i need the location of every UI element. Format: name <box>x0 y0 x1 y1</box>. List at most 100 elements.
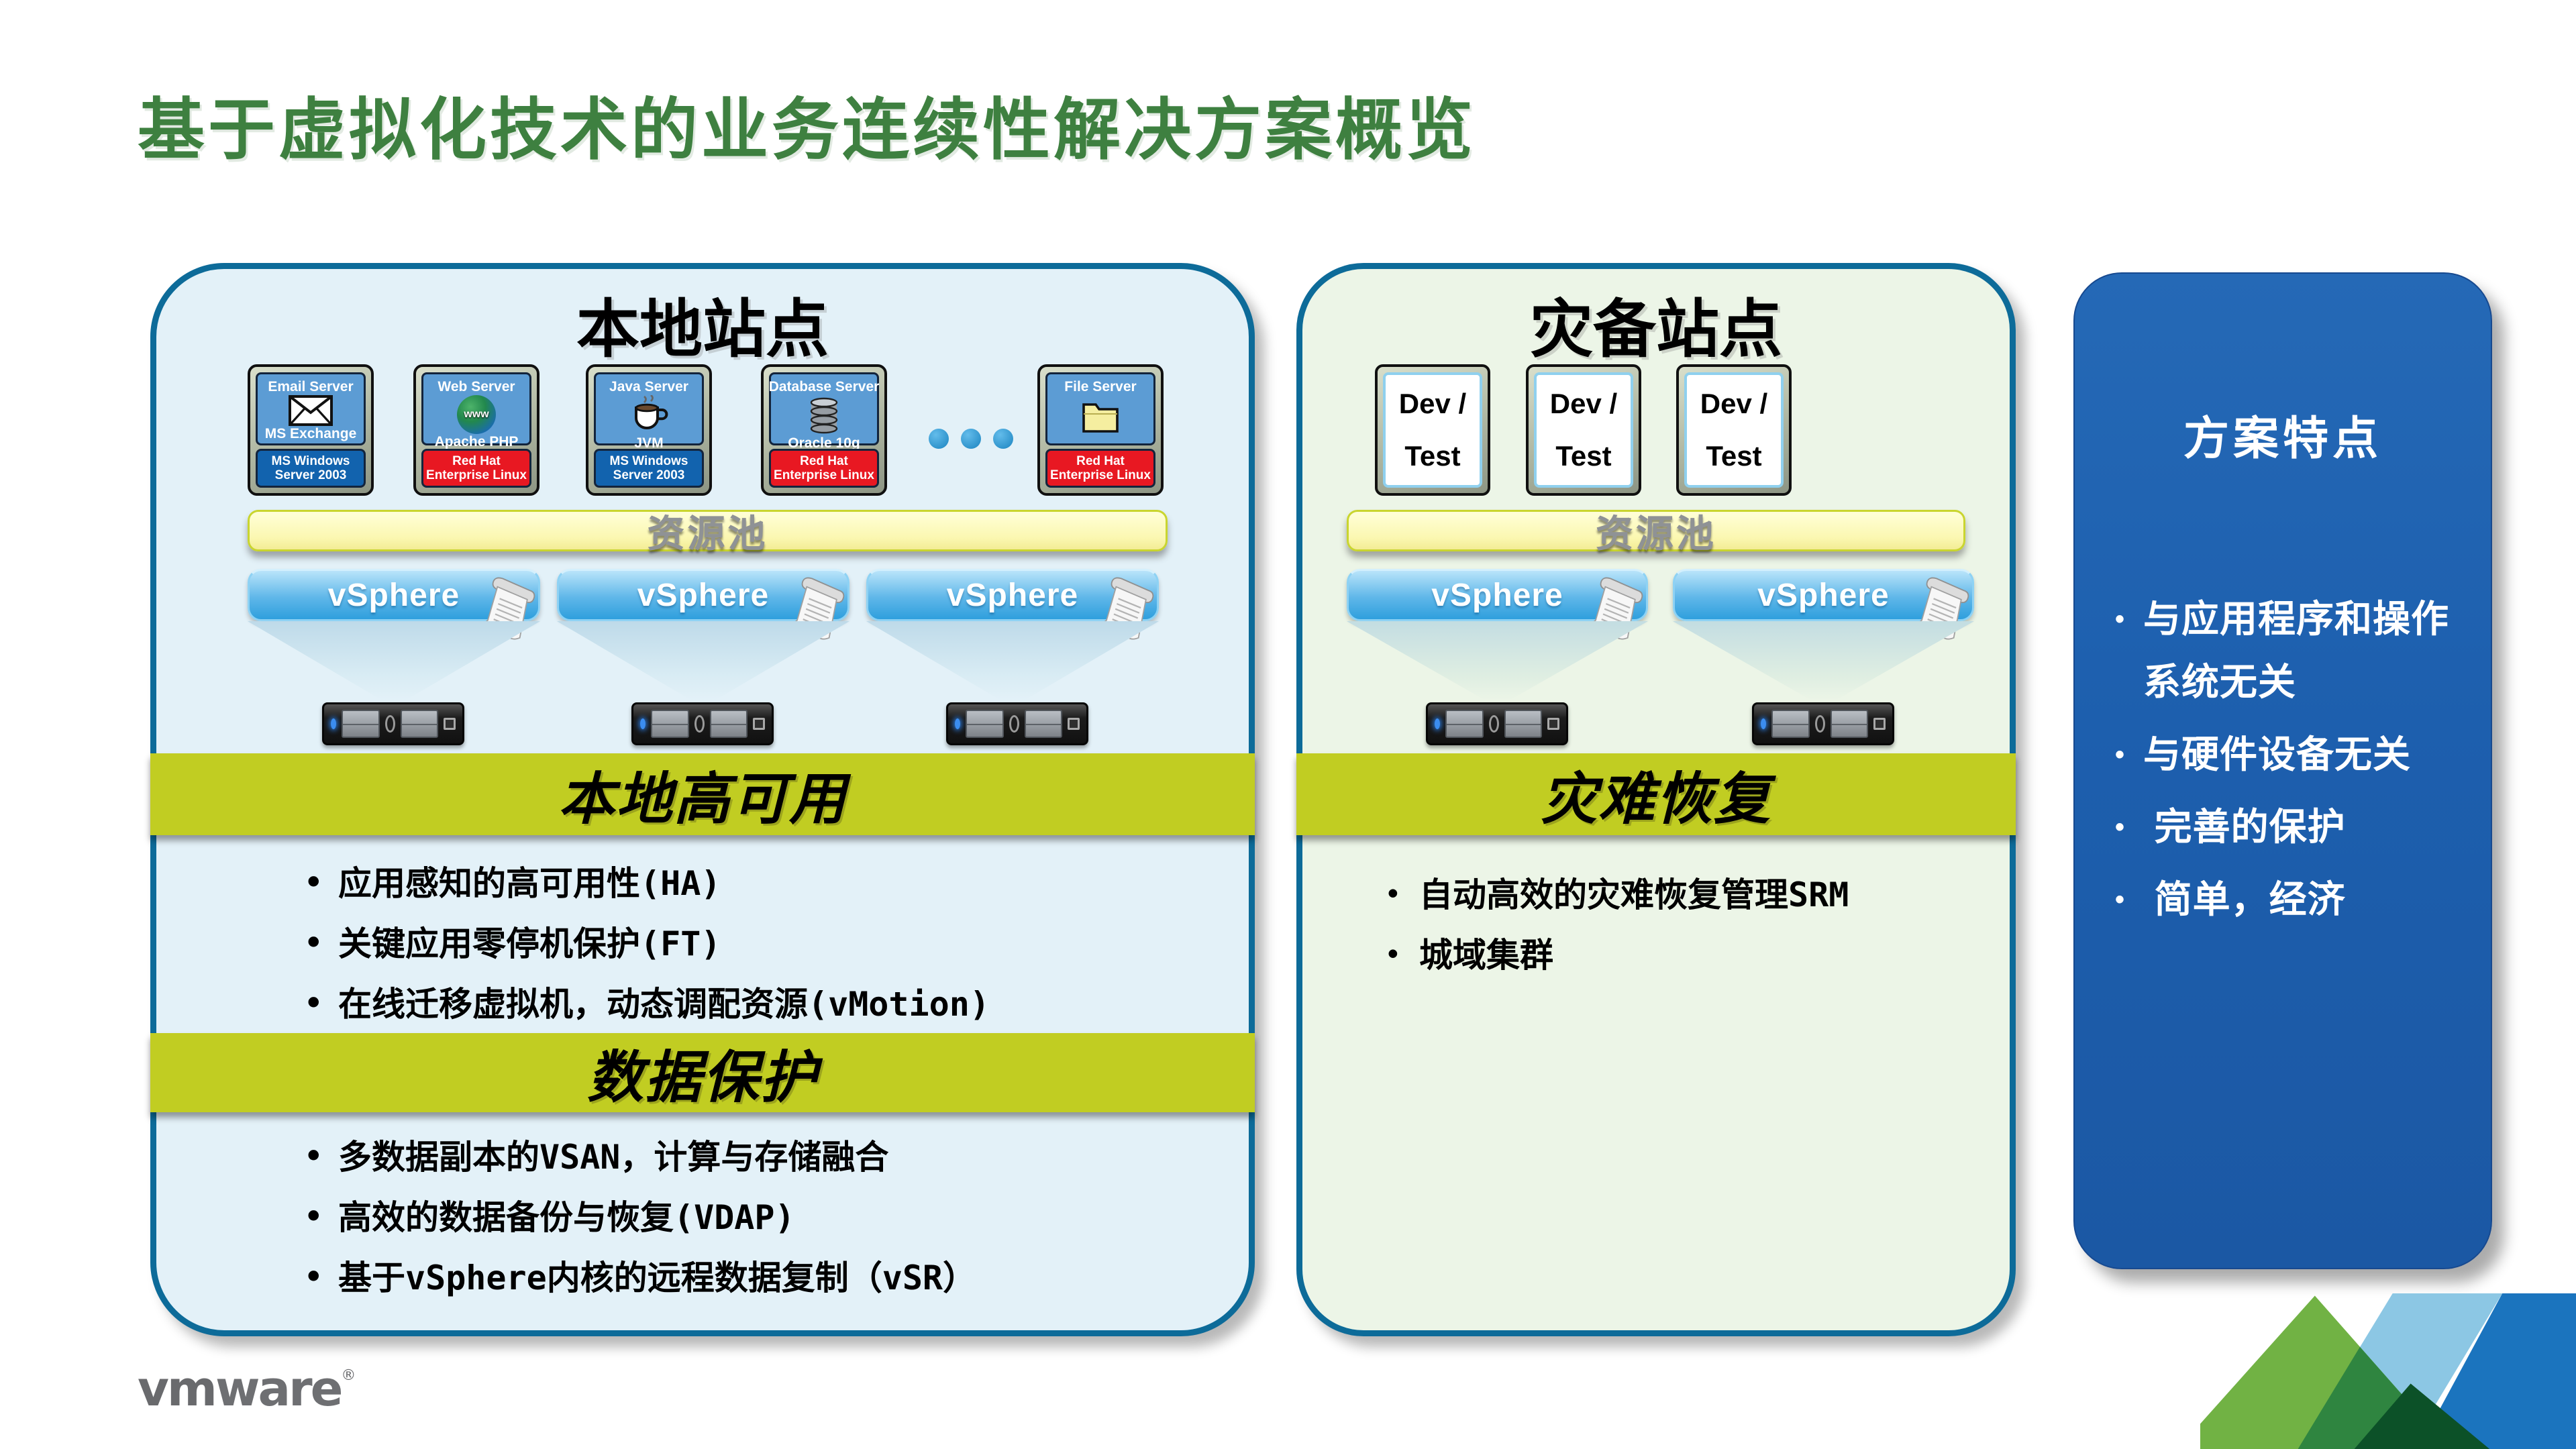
devtest-line1: Dev / <box>1398 388 1467 419</box>
ellipsis-dots <box>929 429 1013 449</box>
local-ha-band-label: 本地高可用 <box>558 767 847 830</box>
bullet-item: 自动高效的灾难恢复管理SRM <box>1382 876 1849 914</box>
server-os-line2: Enterprise Linux <box>774 468 874 482</box>
server-app: Oracle 10g <box>788 435 860 451</box>
data-protection-band-label: 数据保护 <box>586 1045 818 1109</box>
vsphere-bar: vSphere <box>557 569 849 640</box>
local-ha-band: 本地高可用 <box>150 753 1255 835</box>
dr-resource-pool-bar: 资源池 <box>1347 510 1965 555</box>
data-protection-bullets: 多数据副本的VSAN，计算与存储融合 高效的数据备份与恢复(VDAP) 基于vS… <box>301 1138 976 1320</box>
features-list: 与应用程序和操作系统无关 与硬件设备无关 完善的保护 简单，经济 <box>2106 588 2455 941</box>
devtest-line2: Test <box>1404 440 1461 472</box>
devtest-line2: Test <box>1555 440 1612 472</box>
folder-icon <box>1081 395 1120 439</box>
vsphere-bar: vSphere <box>1347 569 1648 640</box>
server-card-database-body: Database Server Oracle 10g <box>768 372 880 451</box>
vmware-logo-ware: ware <box>215 1360 343 1417</box>
corner-triangles-decoration: 8 <box>2200 1293 2576 1449</box>
server-card-web-body: Web Server www Apache PHP <box>421 372 531 449</box>
server-title: Web Server <box>437 379 515 394</box>
disaster-recovery-band: 灾难恢复 <box>1296 753 2016 835</box>
server-card-database: Database Server Oracle 10g Red Hat Enter… <box>761 364 887 496</box>
server-os-band: Red Hat Enterprise Linux <box>1045 449 1155 488</box>
devtest-line1: Dev / <box>1700 388 1768 419</box>
server-app: Apache PHP <box>434 434 519 449</box>
beam <box>866 621 1159 700</box>
vsphere-label: vSphere <box>637 577 770 613</box>
bullet-item: 关键应用零停机保护(FT) <box>301 925 990 963</box>
vsphere-bar: vSphere <box>866 569 1159 640</box>
devtest-card-body: Dev / Test <box>1383 372 1482 488</box>
dr-site-panel: 灾备站点 Dev / Test Dev / Test Dev / Test 资源… <box>1296 263 2016 1336</box>
vsphere-label: vSphere <box>327 577 460 613</box>
devtest-card: Dev / Test <box>1676 364 1792 496</box>
server-os-line2: Server 2003 <box>613 468 685 482</box>
server-card-file-body: File Server <box>1045 372 1155 445</box>
devtest-card-body: Dev / Test <box>1534 372 1633 488</box>
vmware-logo-vm: vm <box>138 1360 217 1417</box>
data-protection-band: 数据保护 <box>150 1033 1255 1112</box>
beam <box>557 621 849 700</box>
page-title: 基于虚拟化技术的业务连续性解决方案概览 <box>138 91 1476 169</box>
devtest-card: Dev / Test <box>1526 364 1641 496</box>
devtest-card-body: Dev / Test <box>1684 372 1784 488</box>
bullet-item: 城域集群 <box>1382 936 1849 974</box>
server-app: JVM <box>634 435 664 451</box>
server-card-java: Java Server JVM MS Windows Server 2003 <box>586 364 712 496</box>
email-icon <box>289 395 333 426</box>
beam <box>1673 621 1974 700</box>
devtest-card: Dev / Test <box>1375 364 1490 496</box>
vmware-logo: vmware® <box>138 1360 356 1417</box>
server-title: Email Server <box>268 379 354 394</box>
server-app: MS Exchange <box>264 426 357 441</box>
bullet-item: 基于vSphere内核的远程数据复制（vSR） <box>301 1259 976 1297</box>
resource-pool-label: 资源池 <box>1596 512 1716 555</box>
disaster-recovery-band-label: 灾难恢复 <box>1540 767 1771 830</box>
devtest-line2: Test <box>1706 440 1762 472</box>
physical-server-icon <box>1752 702 1894 745</box>
bullet-item: 在线迁移虚拟机，动态调配资源(vMotion) <box>301 985 990 1023</box>
database-icon <box>806 395 842 435</box>
beam <box>1347 621 1648 700</box>
vsphere-bar: vSphere <box>248 569 540 640</box>
server-title: Database Server <box>768 379 880 394</box>
page-number: 8 <box>2200 1294 2218 1329</box>
feature-item: 简单，经济 <box>2106 868 2452 931</box>
features-panel: 方案特点 与应用程序和操作系统无关 与硬件设备无关 完善的保护 简单，经济 <box>2073 272 2492 1269</box>
server-os-band: Red Hat Enterprise Linux <box>421 449 531 488</box>
server-card-email-body: Email Server MS Exchange <box>256 372 366 445</box>
dr-site-header: 灾备站点 <box>1529 294 1782 364</box>
feature-item: 与应用程序和操作系统无关 <box>2106 588 2452 714</box>
server-card-email: Email Server MS Exchange MS Windows Serv… <box>248 364 374 496</box>
physical-server-icon <box>322 702 464 745</box>
coffee-cup-icon <box>629 395 668 435</box>
disaster-recovery-bullets: 自动高效的灾难恢复管理SRM 城域集群 <box>1382 876 1849 997</box>
server-card-java-body: Java Server JVM <box>594 372 704 451</box>
server-os-line1: Red Hat <box>452 453 501 468</box>
server-card-web: Web Server www Apache PHP Red Hat Enterp… <box>413 364 539 496</box>
bullet-item: 应用感知的高可用性(HA) <box>301 865 990 902</box>
local-site-header: 本地站点 <box>576 294 829 364</box>
server-title: Java Server <box>609 379 688 394</box>
local-site-panel: 本地站点 Email Server MS Exchange MS Windows… <box>150 263 1255 1336</box>
features-title: 方案特点 <box>2183 413 2382 464</box>
bullet-item: 高效的数据备份与恢复(VDAP) <box>301 1199 976 1236</box>
vsphere-label: vSphere <box>946 577 1079 613</box>
server-os-line2: Enterprise Linux <box>1050 468 1151 482</box>
devtest-line1: Dev / <box>1549 388 1618 419</box>
vsphere-bar: vSphere <box>1673 569 1974 640</box>
beam <box>248 621 540 700</box>
resource-pool-label: 资源池 <box>647 512 768 555</box>
server-os-band: Red Hat Enterprise Linux <box>769 449 879 488</box>
physical-server-icon <box>1426 702 1568 745</box>
vsphere-label: vSphere <box>1757 577 1890 613</box>
server-os-line1: Red Hat <box>800 453 848 468</box>
server-card-file: File Server Red Hat Enterprise Linux <box>1037 364 1164 496</box>
server-os-line2: Enterprise Linux <box>426 468 527 482</box>
server-os-line1: Red Hat <box>1076 453 1125 468</box>
physical-server-icon <box>631 702 774 745</box>
server-os-line2: Server 2003 <box>274 468 347 482</box>
feature-item: 完善的保护 <box>2106 796 2452 859</box>
registered-trademark-icon: ® <box>341 1367 356 1384</box>
